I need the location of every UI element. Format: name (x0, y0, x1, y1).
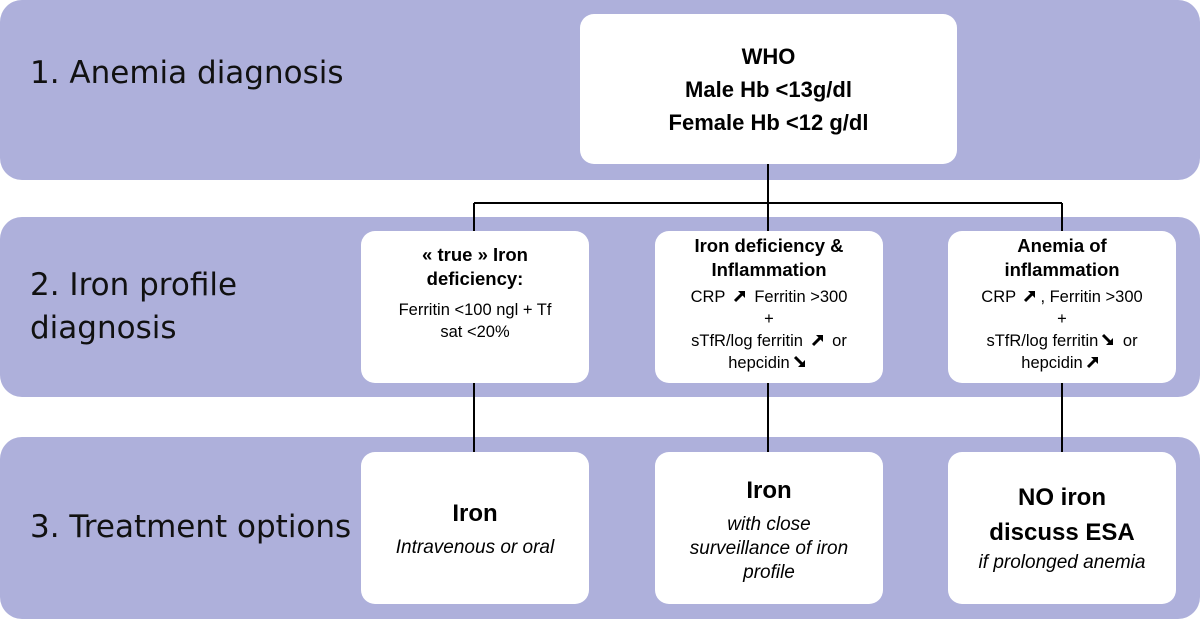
crp-label: CRP (690, 288, 726, 306)
treatment-iron-box: Iron Intravenous or oral (361, 452, 589, 604)
treatment-sub: Intravenous or oral (395, 536, 555, 558)
anemia-of-inflammation-box: Anemia of inflammation CRP , Ferritin >3… (948, 231, 1176, 383)
or-label: or (832, 332, 847, 350)
treatment-sub: surveillance of iron (689, 538, 849, 559)
down-arrow-icon (793, 355, 805, 368)
hepcidin-label: hepcidin (1021, 354, 1083, 372)
crp-label: CRP (981, 288, 1016, 306)
up-arrow-icon (1024, 290, 1036, 303)
profile-title-line: Iron deficiency & (694, 235, 844, 256)
plus-sign: + (764, 310, 774, 328)
profile-body-line: hepcidin (981, 352, 1142, 374)
profile-body: CRP Ferritin >300 + sTfR/log ferritin or… (691, 286, 848, 374)
treatment-sub: with close (727, 514, 811, 535)
treatment-title: Iron (452, 499, 498, 527)
profile-body: CRP , Ferritin >300 + sTfR/log ferritin … (981, 286, 1142, 374)
profile-body-line: Ferritin <100 ngl + Tf (398, 301, 552, 319)
profile-title-line: inflammation (1004, 259, 1120, 280)
profile-body: Ferritin <100 ngl + Tf sat <20% (399, 299, 552, 343)
profile-title-line: Inflammation (711, 259, 827, 280)
profile-body-line: hepcidin (691, 352, 848, 374)
profile-title-line: « true » Iron (422, 244, 528, 265)
true-iron-deficiency-box: « true » Iron deficiency: Ferritin <100 … (361, 231, 589, 383)
profile-body-line: CRP , Ferritin >300 (981, 286, 1142, 308)
row-label-line: 2. Iron profile (30, 267, 238, 303)
who-criteria-box: WHO Male Hb <13g/dl Female Hb <12 g/dl (580, 14, 957, 164)
iron-deficiency-inflammation-box: Iron deficiency & Inflammation CRP Ferri… (655, 231, 883, 383)
treatment-no-iron-box: NO iron discuss ESA if prolonged anemia (948, 452, 1176, 604)
profile-body-line: sat <20% (440, 323, 510, 341)
treatment-sub: profile (743, 562, 795, 583)
row-label-line: diagnosis (30, 310, 177, 346)
row-label-line: 1. Anemia diagnosis (30, 55, 344, 91)
profile-title-line: Anemia of (1017, 235, 1107, 256)
who-line: Female Hb <12 g/dl (668, 109, 869, 135)
up-arrow-icon (733, 290, 745, 303)
treatment-title: Iron (746, 477, 792, 504)
ferritin-label: Ferritin >300 (754, 288, 848, 306)
profile-title-line: deficiency: (426, 268, 524, 289)
or-label: or (1122, 332, 1138, 350)
who-line: WHO (741, 43, 796, 69)
hepcidin-label: hepcidin (728, 354, 790, 372)
row-label-line: 3. Treatment options (30, 509, 352, 545)
ferritin-label: , Ferritin >300 (1040, 288, 1143, 306)
stfr-label: sTfR/log ferritin (691, 332, 803, 350)
treatment-title: discuss ESA (989, 519, 1135, 546)
down-arrow-icon (1102, 333, 1114, 346)
profile-body-line: sTfR/log ferritin or (981, 330, 1142, 352)
treatment-sub: if prolonged anemia (978, 552, 1146, 573)
treatment-iron-surveillance-box: Iron with close surveillance of iron pro… (655, 452, 883, 604)
row-label-treatment: 3. Treatment options (30, 506, 351, 549)
row-label-anemia-diagnosis: 1. Anemia diagnosis (30, 52, 344, 95)
profile-body-line: CRP Ferritin >300 (691, 286, 848, 308)
profile-body-line: sTfR/log ferritin or (691, 330, 848, 352)
up-arrow-icon (1086, 356, 1098, 369)
stfr-label: sTfR/log ferritin (986, 332, 1099, 350)
plus-sign: + (1057, 310, 1067, 328)
who-line: Male Hb <13g/dl (685, 76, 852, 102)
up-arrow-icon (811, 334, 823, 347)
treatment-title: NO iron (1018, 484, 1106, 511)
row-label-iron-profile: 2. Iron profile diagnosis (30, 264, 237, 350)
